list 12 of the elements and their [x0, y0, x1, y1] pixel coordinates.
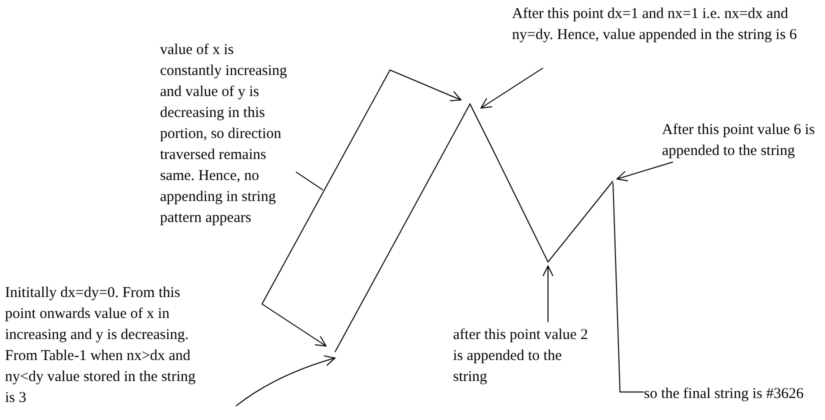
arrow: [542, 266, 554, 322]
arrow: [236, 356, 336, 406]
annotation-text: After this point dx=1 and nx=1 i.e. nx=dx and ny=dy. Hence, value appended in the string is 6: [512, 4, 817, 46]
arrow: [616, 162, 674, 182]
annotation-text: Inititally dx=dy=0. From this point onwards value of x in increasing and y is decreasing. From Table-1 when nx>dx and ny<dy value stored in the string is 3: [5, 283, 205, 409]
arrow: [480, 68, 544, 108]
leader-line: [296, 172, 324, 190]
annotation-text: After this point value 6 is appended to the string: [662, 120, 822, 162]
annotation-text: so the final string is #3626: [644, 384, 814, 405]
annotation-text: after this point value 2 is appended to the string: [453, 325, 588, 388]
leader-line: [612, 182, 644, 392]
annotation-text: value of x is constantly increasing and value of y is decreasing in this portion, so direction traversed remains same. Hence, no appending in string pattern appears: [160, 40, 292, 229]
